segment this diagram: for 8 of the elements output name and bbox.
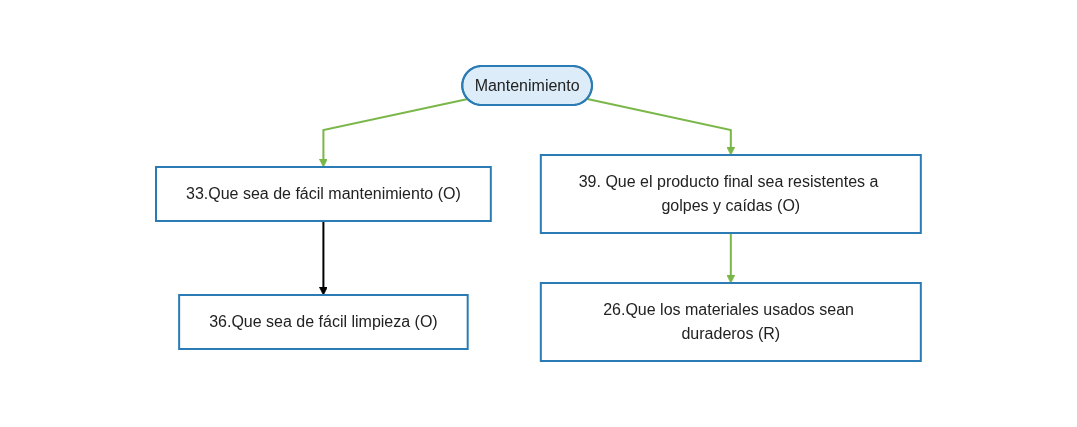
- arrow: [319, 98, 469, 168]
- arrow: [319, 220, 328, 296]
- node-box: 26.Que los materiales usados sean duraderos (R): [539, 282, 922, 362]
- node-box: 33.Que sea de fácil mantenimiento (O): [155, 166, 492, 222]
- node-box: 39. Que el producto final sea resistentes a golpes y caídas (O): [539, 154, 922, 234]
- node-box: 36.Que sea de fácil limpieza (O): [178, 294, 469, 350]
- arrow: [586, 98, 736, 156]
- arrow: [726, 232, 736, 284]
